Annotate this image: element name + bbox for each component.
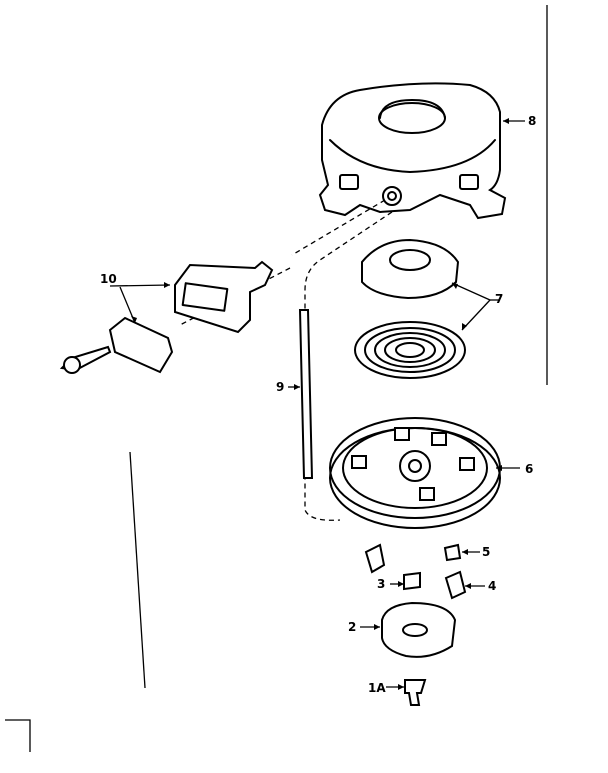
rope-route-lower [304, 211, 393, 521]
spring-part [403, 571, 421, 591]
screw-part [386, 679, 427, 706]
callout-8: 8 [528, 114, 536, 128]
callout-1A: 1A [368, 681, 386, 695]
callout-3: 3 [377, 577, 385, 591]
callout-5: 5 [482, 545, 490, 559]
corner-mark [5, 719, 31, 752]
starter-handle-part [59, 260, 274, 374]
retainer-part [360, 601, 457, 658]
pulley-part [329, 417, 520, 529]
left-border-line [129, 451, 146, 689]
callout-4: 4 [488, 579, 496, 593]
callout-6: 6 [525, 462, 533, 476]
callout-7: 7 [495, 292, 503, 306]
rope-route-upper [291, 199, 386, 256]
dog-part [444, 570, 467, 600]
callout-2: 2 [348, 620, 356, 634]
housing-part [318, 82, 525, 220]
spring-small-part [443, 543, 462, 562]
pulley-and-spring-part [354, 238, 500, 379]
dog-screw-part [364, 543, 386, 574]
callout-10: 10 [100, 272, 117, 286]
small-parts [364, 543, 485, 600]
callout-9: 9 [276, 380, 284, 394]
rope-part [288, 309, 314, 479]
